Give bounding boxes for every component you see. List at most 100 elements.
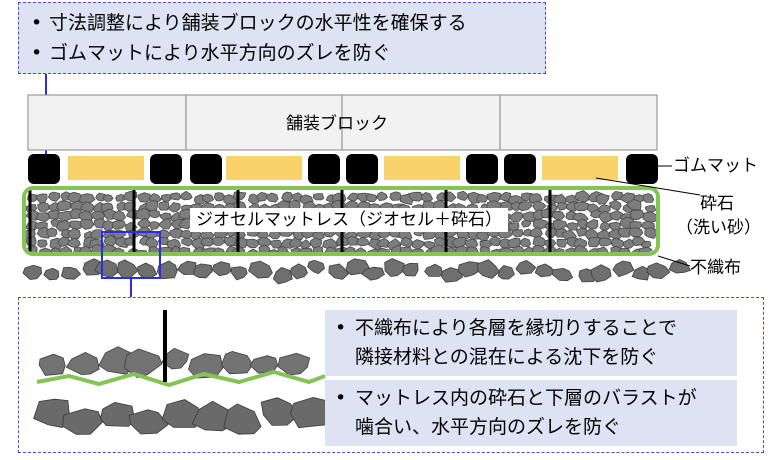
detail-geotextile [36,369,326,388]
stone [79,193,96,204]
stone [266,192,279,203]
stone [156,260,178,280]
stone [376,247,391,252]
stone [213,247,225,252]
stone [256,191,269,202]
stone [272,267,293,285]
stone [281,191,294,202]
stone [500,200,515,211]
stone [573,244,589,252]
stone [56,200,72,212]
stone [90,229,103,239]
stone [554,247,566,252]
stone [497,265,515,280]
stone [375,237,390,248]
stone [213,192,226,202]
stone [277,352,311,376]
stone [457,261,481,278]
stone [192,263,213,279]
stone [288,237,304,248]
detail-panel: • 不織布により各層を縁切りすることで 隣接材料との混在による沈下を防ぐ • マ… [18,297,764,453]
rubber-mat [190,154,222,184]
geotextile-wrap [22,186,660,256]
stone [646,262,671,280]
stone [158,217,172,230]
stone [39,247,52,252]
stone [62,408,103,435]
sand-strip [542,156,618,180]
stone [517,201,533,212]
stone [99,401,135,427]
stone [43,267,60,281]
rubber-mat [308,154,340,184]
stone [220,350,254,375]
stone [599,221,610,232]
stone [466,246,479,252]
stone [267,249,279,252]
stone [389,191,402,201]
stone [479,246,490,252]
stone [644,227,656,239]
stone [35,212,51,223]
stone [47,191,61,202]
stone [596,246,610,252]
stone [109,247,125,252]
rubber-mat [466,154,498,184]
stone [499,247,515,252]
stone [609,199,622,211]
rubber-mat-label: ゴムマット [673,156,758,176]
stone [342,246,356,252]
stone [60,266,82,280]
paving-blocks [27,94,658,151]
nonwoven-label: 不織布 [690,258,741,278]
stone [160,193,172,202]
stone [169,228,184,239]
stone [58,245,73,252]
stone [590,264,612,283]
stone [137,262,158,279]
stone [531,244,545,252]
stone [631,265,650,281]
stone [598,237,612,247]
top-callout-item: 寸法調整により舗装ブロックの水平性を確保する [27,8,537,38]
stone [511,229,524,238]
stone [508,211,523,223]
stone [457,190,469,201]
stone [361,266,385,281]
stone [277,245,289,252]
stone [136,249,149,252]
stone [46,227,58,238]
stone [389,244,405,252]
stone [307,259,325,275]
stone [57,211,74,223]
stone [37,201,50,212]
stone [223,403,262,435]
stone [47,209,61,220]
stone [476,259,501,279]
stone [291,192,304,202]
stone [587,237,601,248]
stone [575,228,588,237]
stone [408,191,424,202]
sand-strip [384,156,460,180]
stone [312,246,324,252]
stone [595,193,610,205]
stone [201,247,216,252]
stone [201,193,215,203]
stone [574,190,592,203]
stone [347,235,360,246]
stone [38,353,66,376]
stone [645,205,656,214]
stone [519,237,532,248]
stone [411,239,425,250]
stone [628,227,644,238]
stone [128,409,169,435]
stone [328,263,350,280]
stone [424,263,443,277]
stone [584,218,599,230]
stone [169,192,182,201]
stone [246,238,260,249]
top-callout-item: ゴムマットにより水平方向のズレを防ぐ [27,38,537,68]
stone [556,238,567,248]
stone [346,192,360,202]
